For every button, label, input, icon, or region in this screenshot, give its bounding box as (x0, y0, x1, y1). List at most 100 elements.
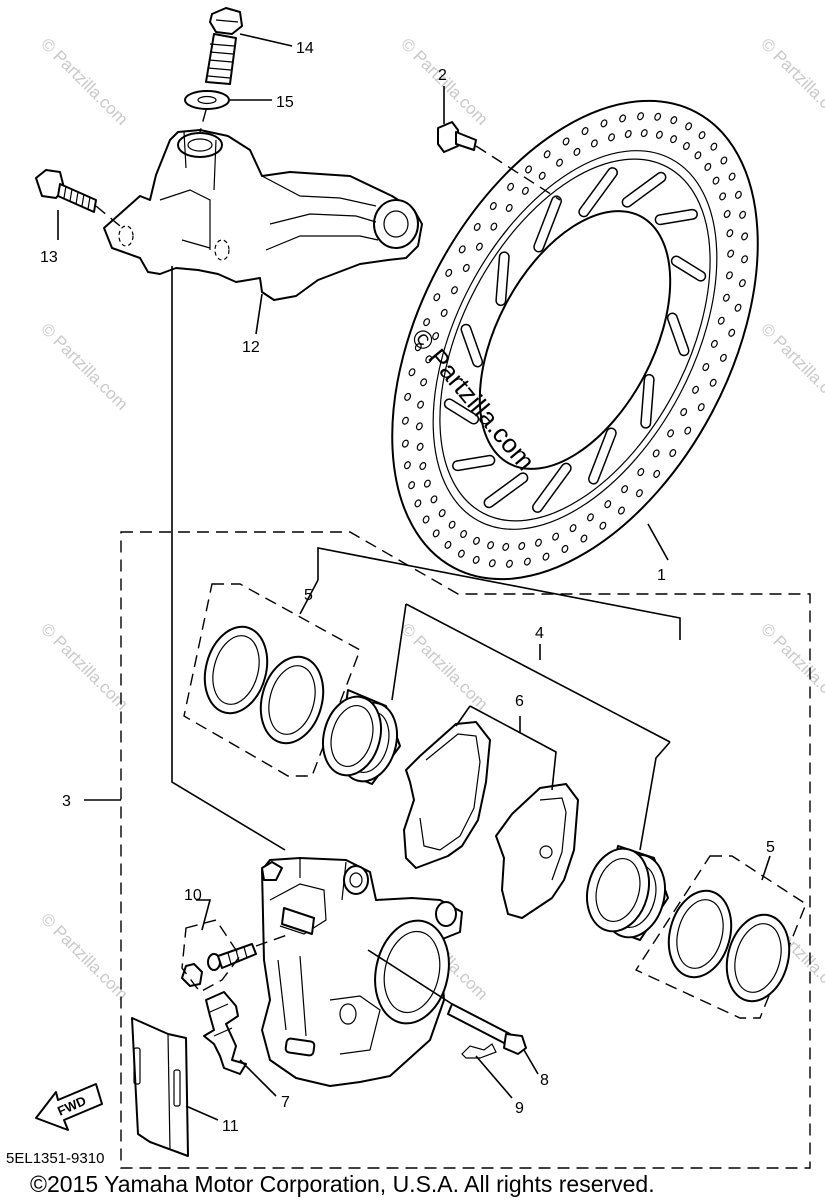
disc-drill-holes-outer (401, 112, 749, 568)
disc-drill-hole (684, 426, 692, 435)
disc-drill-hole (423, 479, 431, 488)
disc-drill-hole (518, 542, 526, 551)
disc-drill-hole (739, 210, 747, 219)
disc-drill-hole (460, 529, 468, 539)
disc-drill-hole (525, 165, 532, 174)
disc-drill-hole (604, 500, 612, 509)
callout-labels: 1 2 3 4 5 5 6 7 8 9 10 11 12 13 14 15 (40, 40, 775, 1135)
copyright-notice: ©2015 Yamaha Motor Corporation, U.S.A. A… (30, 1171, 655, 1197)
brake-pad-right (495, 783, 579, 919)
disc-slot (672, 257, 705, 281)
disc-slot (623, 173, 665, 207)
disc-drill-hole (669, 449, 677, 458)
disc-drill-hole (535, 538, 542, 547)
disc-drill-hole (652, 449, 660, 458)
pad-spring (203, 991, 247, 1075)
callout-5-right: 5 (766, 839, 775, 856)
disc-drill-hole (401, 416, 409, 425)
disc-drill-hole (655, 130, 663, 139)
disc-drill-hole (425, 355, 433, 364)
caliper-bracket (103, 129, 423, 301)
disc-drill-hole (473, 222, 481, 231)
disc-drill-hole (723, 209, 731, 218)
callout-13: 13 (40, 249, 58, 266)
piston-seal-right-inner (667, 889, 733, 979)
disc-drill-hole (734, 190, 742, 199)
disc-slot (485, 473, 527, 507)
disc-drill-hole (726, 229, 734, 238)
disc-drill-hole (719, 192, 727, 201)
watermark-9: © Partzilla.com (37, 909, 131, 1003)
disc-slot (496, 252, 509, 305)
callout-7: 7 (281, 1094, 290, 1111)
disc-drill-hole (702, 363, 710, 372)
assembly-guide-line (171, 266, 286, 851)
disc-drill-hole (692, 385, 699, 394)
callout-14: 14 (296, 40, 314, 57)
disc-bolt (437, 121, 561, 201)
bracket-bolt-side (35, 169, 121, 227)
piston-seal-left-outer (203, 625, 269, 715)
disc-drill-hole (698, 131, 706, 140)
disc-drill-hole (552, 532, 560, 541)
disc-drill-hole (569, 524, 577, 533)
disc-drill-hole (640, 129, 648, 138)
disc-drill-hole (404, 392, 412, 401)
disc-drill-hole (709, 378, 717, 387)
disc-drill-hole (432, 332, 440, 341)
disc-drill-hole (717, 316, 725, 325)
bleed-screw (181, 933, 291, 987)
disc-drill-hole (621, 485, 629, 494)
pad-shim-plate (131, 1017, 189, 1157)
caliper-piston-right (586, 845, 669, 941)
disc-drill-hole (581, 127, 589, 136)
disc-drill-hole (472, 555, 480, 564)
disc-drill-hole (710, 339, 718, 348)
disc-drill-hole (440, 308, 448, 317)
disc-drill-hole (725, 271, 733, 280)
disc-drill-hole (667, 429, 675, 438)
disc-drill-hole (619, 114, 627, 123)
callout-4: 4 (535, 625, 544, 642)
disc-drill-hole (556, 158, 563, 167)
disc-slot (533, 464, 571, 512)
disc-drill-hole (457, 549, 465, 558)
disc-drill-hole (489, 202, 497, 211)
callout-5-left: 5 (304, 587, 313, 604)
disc-drill-hole (727, 249, 735, 258)
callout-8: 8 (540, 1072, 549, 1089)
watermark-1: © Partzilla.com (37, 34, 131, 128)
disc-slot (445, 399, 478, 423)
disc-drill-hole (505, 559, 513, 568)
disc-drill-hole (414, 499, 422, 508)
disc-drill-hole (419, 462, 427, 471)
piston-seal-right-outer (725, 913, 791, 1003)
disc-drill-hole (624, 129, 632, 138)
watermark-8: © Partzilla.com (757, 619, 825, 713)
disc-drill-hole (401, 439, 409, 448)
disc-drill-hole (475, 242, 483, 251)
disc-drill-hole (417, 400, 425, 409)
disc-drill-hole (543, 150, 551, 159)
disc-drill-hole (608, 133, 615, 142)
disc-drill-hole (458, 245, 466, 254)
disc-drill-hole (728, 328, 736, 337)
disc-drill-hole (635, 489, 643, 498)
disc-drill-hole (420, 378, 428, 387)
disc-drill-hole (600, 119, 608, 128)
watermark-3: © Partzilla.com (757, 34, 825, 128)
disc-drill-hole (562, 137, 570, 146)
watermark-4: © Partzilla.com (37, 319, 131, 413)
disc-drill-hole (694, 151, 702, 160)
disc-drill-hole (720, 156, 728, 165)
disc-drill-hole (423, 318, 431, 327)
disc-drill-hole (670, 116, 678, 125)
disc-drill-hole (414, 343, 422, 352)
disc-drill-hole (561, 544, 569, 553)
disc-drill-hole (408, 481, 416, 490)
disc-slot (579, 168, 617, 216)
callout-11: 11 (222, 1118, 239, 1135)
disc-drill-hole (741, 232, 749, 241)
callout-9: 9 (515, 1100, 524, 1117)
disc-drill-hole (719, 353, 727, 362)
